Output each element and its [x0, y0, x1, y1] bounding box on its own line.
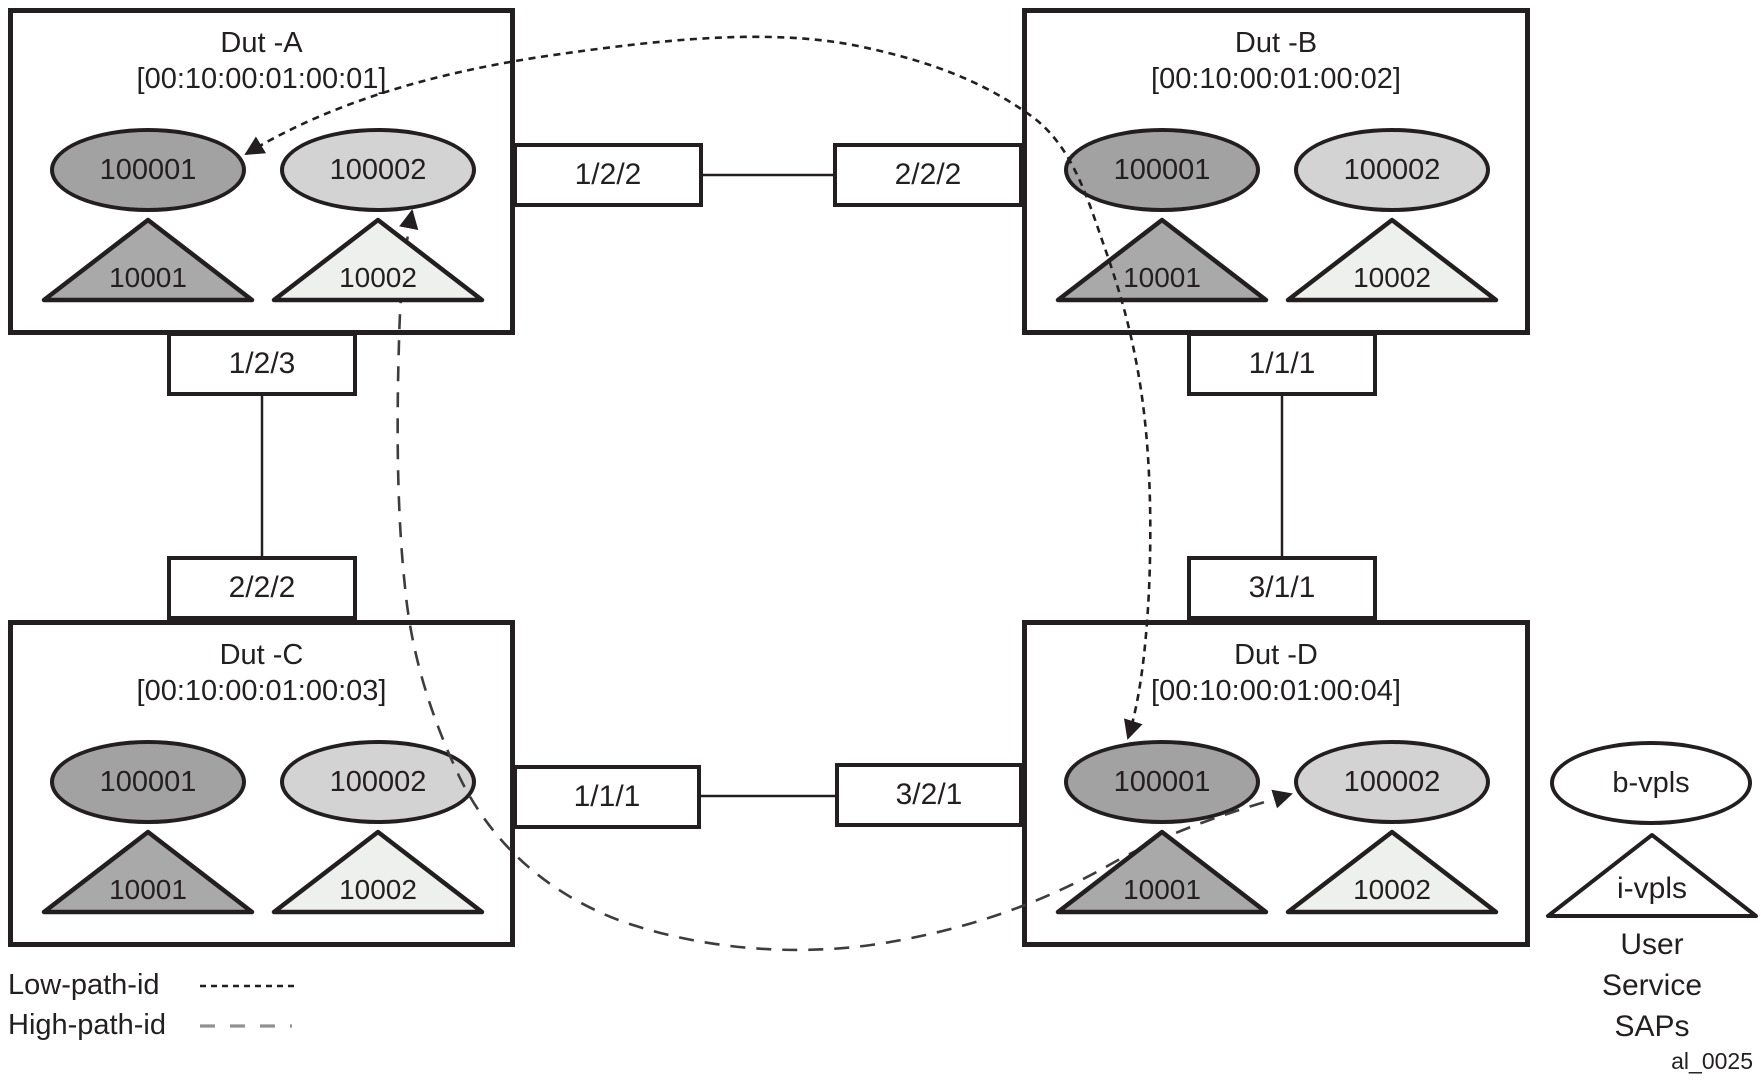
sap-caption-line: SAPs [1614, 1010, 1690, 1043]
sap-caption-line: User [1620, 928, 1684, 961]
low-path-id-legend-label: Low-path-id [8, 969, 160, 1001]
bvpls-legend-ellipse: b-vpls [1550, 741, 1752, 825]
port-box-b-2-2-2: 2/2/2 [833, 143, 1023, 207]
node-title: Dut -C [219, 639, 304, 671]
ivpls-legend-label: i-vpls [1616, 872, 1687, 905]
bvpls-ellipse-c-100002: 100002 [280, 740, 476, 824]
ivpls-label: 10002 [1353, 262, 1431, 293]
figure-id: al_0025 [1671, 1048, 1753, 1074]
bvpls-ellipse-a-100001: 100001 [50, 128, 246, 212]
port-box-a-1-2-2: 1/2/2 [513, 143, 703, 207]
ivpls-label: 10001 [109, 262, 187, 293]
bvpls-ellipse-d-100001: 100001 [1064, 740, 1260, 824]
node-mac-address: [00:10:00:01:00:03] [136, 675, 387, 707]
node-mac-address: [00:10:00:01:00:01] [136, 63, 387, 95]
ivpls-label: 10002 [339, 874, 417, 905]
port-box-c-2-2-2: 2/2/2 [167, 556, 357, 620]
sap-legend-caption: User Service SAPs [1552, 924, 1752, 1047]
bvpls-ellipse-d-100002: 100002 [1294, 740, 1490, 824]
high-path-id-legend-label: High-path-id [8, 1009, 166, 1041]
port-box-c-1-1-1: 1/1/1 [513, 765, 701, 829]
ivpls-label: 10001 [1123, 874, 1201, 905]
bvpls-ellipse-b-100002: 100002 [1294, 128, 1490, 212]
ivpls-label: 10002 [1353, 874, 1431, 905]
bvpls-ellipse-a-100002: 100002 [280, 128, 476, 212]
node-mac-address: [00:10:00:01:00:04] [1151, 675, 1401, 707]
sap-caption-line: Service [1601, 969, 1703, 1002]
node-mac-address: [00:10:00:01:00:02] [1151, 63, 1401, 95]
port-box-b-1-1-1: 1/1/1 [1187, 332, 1377, 396]
bvpls-ellipse-c-100001: 100001 [50, 740, 246, 824]
ivpls-label: 10001 [1123, 262, 1201, 293]
node-title: Dut -D [1234, 639, 1318, 671]
ivpls-label: 10001 [109, 874, 187, 905]
node-title: Dut -B [1234, 27, 1318, 59]
ivpls-label: 10002 [339, 262, 417, 293]
port-box-d-3-2-1: 3/2/1 [835, 763, 1023, 827]
port-box-d-3-1-1: 3/1/1 [1187, 556, 1377, 620]
node-title: Dut -A [220, 27, 303, 59]
bvpls-ellipse-b-100001: 100001 [1064, 128, 1260, 212]
port-box-a-1-2-3: 1/2/3 [167, 332, 357, 396]
